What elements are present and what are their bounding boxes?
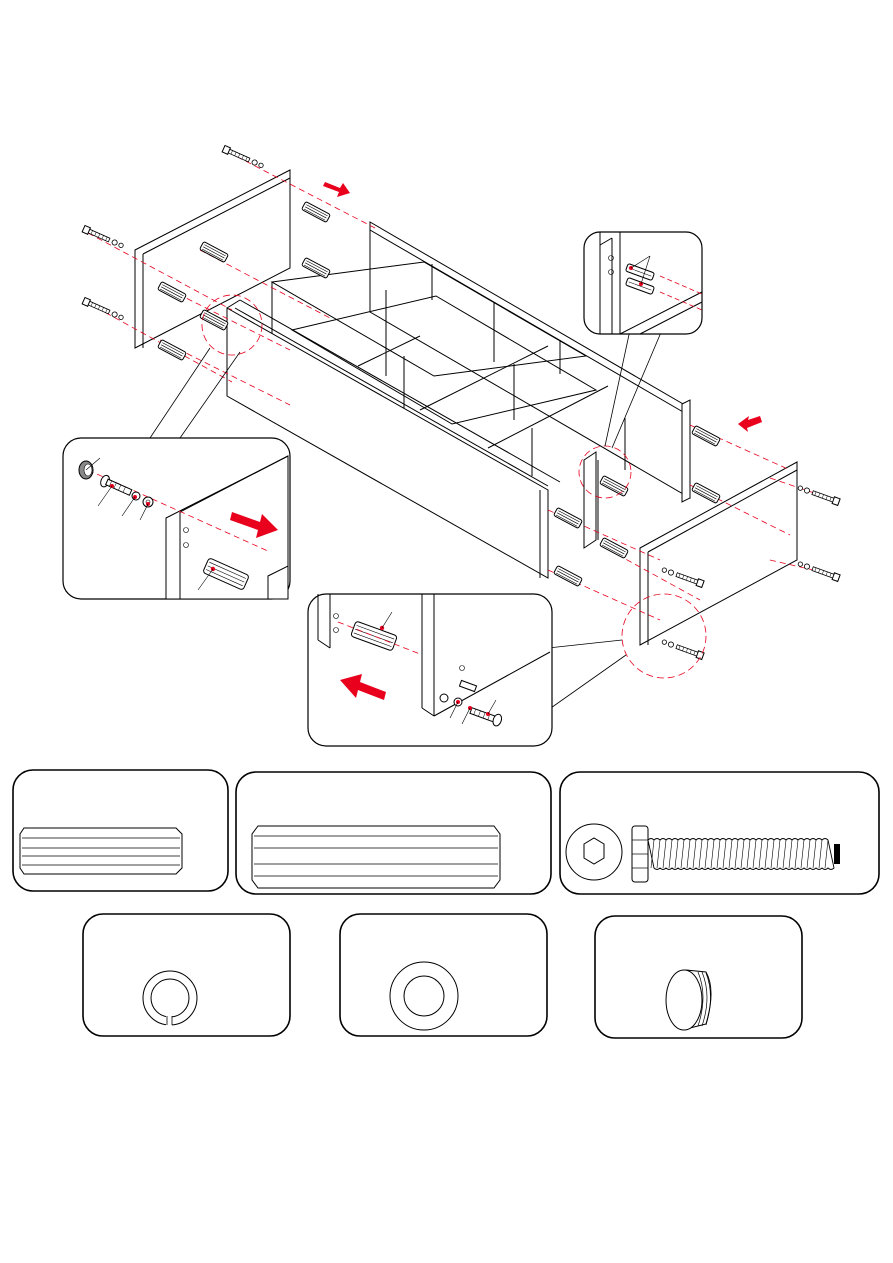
hex-bolt-icon (797, 484, 840, 505)
part-flat-washer (340, 914, 547, 1036)
dowel-icon (302, 201, 331, 222)
hex-bolt-icon (82, 225, 124, 249)
arrow-right-icon (323, 182, 350, 197)
cover-cap-icon (666, 970, 711, 1030)
dowel-icon (200, 309, 229, 330)
dowel-icon (692, 425, 721, 446)
long-dowel-icon (252, 826, 500, 888)
hex-bolt-icon (661, 638, 704, 659)
hex-bolt-icon (797, 560, 840, 581)
part-hex-bolt (560, 772, 879, 894)
dowel-icon (692, 482, 721, 503)
flat-washer-icon (440, 694, 448, 702)
part-cover-cap (595, 916, 802, 1038)
short-dowel-icon (20, 828, 182, 874)
dowel-icon (158, 339, 187, 360)
part-spring-washer (83, 914, 290, 1036)
dowel-icon (600, 537, 629, 558)
right-side-panel (640, 462, 797, 645)
hex-bolt-icon (82, 297, 124, 321)
arrow-left-icon (738, 416, 762, 432)
part-long-dowel (236, 772, 551, 894)
dowel-icon (554, 507, 583, 528)
parts-legend (13, 770, 879, 1038)
detail-bottom-center (308, 594, 552, 746)
dowel-icon (302, 257, 331, 278)
part-short-dowel (13, 770, 228, 891)
detail-top-right (584, 232, 702, 334)
hex-bolt-icon (222, 145, 264, 169)
dowel-icon (554, 565, 583, 586)
detail-left-panel (63, 438, 290, 599)
dowel-icon (600, 475, 629, 496)
